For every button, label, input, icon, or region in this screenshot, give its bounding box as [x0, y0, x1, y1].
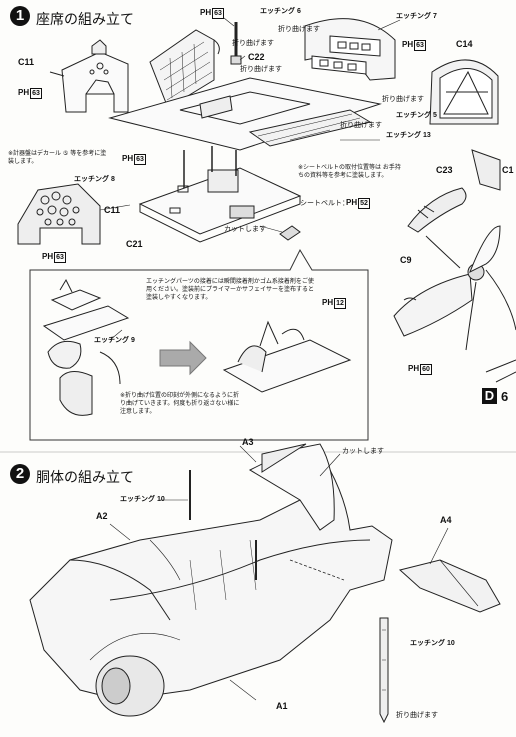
note-cut-2: カットします: [342, 447, 384, 455]
part-cut-piece: [279, 225, 301, 241]
label-c11-top: C11: [18, 57, 35, 67]
part-c11-gauge-panel: [17, 183, 101, 245]
detail-frame: [29, 248, 369, 441]
label-c23: C23: [436, 165, 453, 175]
note-fold-6: 折り曲げます: [396, 711, 438, 719]
note-fold-warning: ※折り曲げ位置の印刻が外側になるように折り曲げていきます。何度も折り返さない様に…: [120, 392, 240, 415]
part-c21: [138, 146, 302, 243]
detail-sketch-right: [222, 320, 352, 393]
step2-title: 胴体の組み立て: [36, 470, 134, 486]
page-nav-letter: D: [482, 388, 497, 404]
label-c14: C14: [456, 39, 473, 49]
note-fold-1: 折り曲げます: [278, 25, 320, 33]
label-a3: A3: [242, 437, 254, 447]
step2-number: 2: [10, 464, 30, 484]
label-etching6: エッチング 6: [260, 8, 301, 15]
part-floor-board: [108, 77, 382, 151]
part-c11-seat-frame: [49, 39, 129, 113]
label-etching10-bottom: エッチング 10: [410, 640, 455, 647]
label-etching13: エッチング 13: [386, 132, 431, 139]
part-c14: [429, 59, 499, 125]
part-fuselage: [29, 468, 393, 717]
label-etching7: エッチング 7: [396, 13, 437, 20]
note-gauge: ※計器盤はデカール ⑤ 等を参考に塗装します。: [8, 150, 107, 165]
note-fold-2: 折り曲げます: [232, 39, 274, 47]
label-etching10-top: エッチング 10: [120, 496, 165, 503]
label-c1: C1: [502, 165, 514, 175]
leader-lines-step2: [109, 445, 449, 701]
note-fold-5: 折り曲げます: [240, 65, 282, 73]
part-c23-spinner: [407, 149, 501, 233]
label-c21: C21: [126, 239, 143, 249]
label-a2: A2: [96, 511, 108, 521]
label-a4: A4: [440, 515, 452, 525]
part-etching10-strip: [379, 617, 389, 724]
step1-number: 1: [10, 6, 30, 26]
label-etching8: エッチング 8: [74, 176, 115, 183]
note-cut-1: カットします: [224, 225, 266, 233]
label-c11-bottom: C11: [104, 205, 121, 215]
note-fold-3: 折り曲げます: [382, 95, 424, 103]
part-etched-panel: [149, 29, 220, 109]
label-a1: A1: [276, 701, 288, 711]
part-a3-tail: [248, 443, 335, 531]
part-antenna: [189, 470, 345, 581]
part-a4-stabilizer: [398, 559, 501, 613]
note-fold-4: 折り曲げます: [340, 121, 382, 129]
arrow-right-icon: [159, 340, 207, 376]
note-seatbelt: ※シートベルトの取付位置等は お手持ちの資料等を参考に塗装します。: [298, 164, 401, 179]
label-c22: C22: [248, 52, 265, 62]
part-etching7: [304, 18, 396, 81]
label-etching9: エッチング 9: [94, 337, 135, 344]
step1-title: 座席の組み立て: [36, 12, 134, 28]
label-etching5: エッチング 5: [396, 112, 437, 119]
note-etching-glue: エッチングパーツの接着には瞬間接着剤かゴム系接着剤をご使用ください。塗装前にプラ…: [146, 278, 315, 301]
part-c9-spinner: [393, 225, 516, 383]
leader-lines-step1: [99, 17, 401, 341]
detail-sketch-left: [42, 278, 130, 416]
page-nav-number: 6: [501, 389, 509, 404]
label-seatbelt: シートベルト：: [300, 199, 349, 207]
part-c22-stick: [230, 22, 242, 65]
label-c9: C9: [400, 255, 412, 265]
